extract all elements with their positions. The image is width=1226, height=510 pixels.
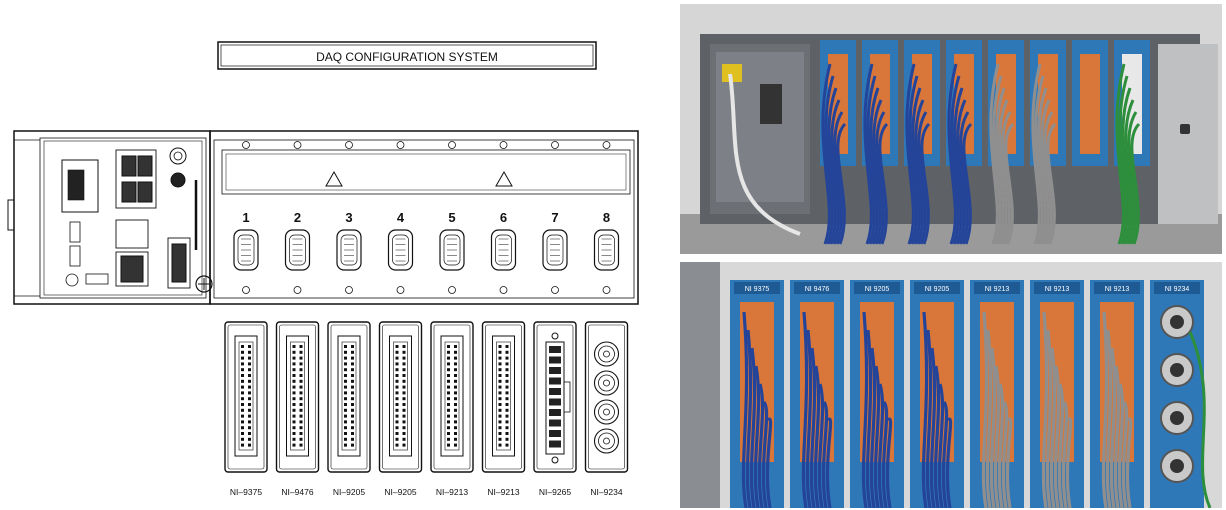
module-label: NI–9476 <box>281 487 313 497</box>
slot-connectors: 1 2 3 4 5 6 7 8 <box>233 141 620 294</box>
slot-number: 5 <box>448 210 455 225</box>
photo-module-label: NI 9205 <box>925 286 950 293</box>
module-label: NI–9234 <box>590 487 622 497</box>
slot-number: 4 <box>397 210 405 225</box>
module-label: NI–9205 <box>333 487 365 497</box>
chassis-slots <box>209 130 639 305</box>
chassis-slot: 2 <box>284 141 311 294</box>
photo-top-module <box>862 40 898 245</box>
module-label: NI–9205 <box>384 487 416 497</box>
photo-top-module <box>1072 40 1108 166</box>
chassis-slot: 8 <box>593 141 620 294</box>
photo-module-label: NI 9375 <box>745 286 770 293</box>
photo-installed-chassis-front: NI 9375 NI 9476 NI 9205 NI 9205 NI 9213 NI 92… <box>680 262 1222 508</box>
photo-bottom-module: NI 9476 <box>790 280 844 508</box>
slot-number: 7 <box>551 210 558 225</box>
photo-bottom-module: NI 9205 <box>850 280 904 508</box>
module-drawings: NI–9375 NI–9476 NI–9205 NI–9205 NI–9213 NI–92… <box>224 321 629 497</box>
photo-top-module <box>820 40 856 245</box>
photo-bottom-module: NI 9375 <box>730 280 784 508</box>
chassis-slot: 7 <box>542 141 568 294</box>
slot-number: 1 <box>242 210 249 225</box>
photo-top-module <box>904 40 940 245</box>
slot-number: 3 <box>345 210 352 225</box>
photo-bottom-illustration: NI 9375 NI 9476 NI 9205 NI 9205 NI 9213 NI 92… <box>680 262 1222 508</box>
photo-top-module <box>988 40 1024 245</box>
chassis-slot: 1 <box>233 141 259 294</box>
photo-module-label: NI 9476 <box>805 286 830 293</box>
module-drawing: NI–9234 <box>584 321 629 497</box>
module-label: NI–9375 <box>230 487 262 497</box>
daq-line-drawing: DAQ CONFIGURATION SYSTEM <box>7 41 639 497</box>
photo-bottom-module: NI 9234 <box>1150 280 1212 508</box>
photo-bottom-module: NI 9213 <box>1090 280 1144 508</box>
chassis-slot: 5 <box>439 141 465 294</box>
photo-top-module <box>1114 40 1150 245</box>
photo-top-module <box>1030 40 1066 245</box>
module-label: NI–9213 <box>436 487 468 497</box>
chassis-slot: 4 <box>387 141 414 294</box>
slot-number: 2 <box>294 210 301 225</box>
chassis-slot: 6 <box>490 141 517 294</box>
module-drawing: NI–9476 <box>275 321 320 497</box>
photo-bottom-module: NI 9205 <box>910 280 964 508</box>
photo-top-illustration <box>680 4 1222 254</box>
slot-number: 8 <box>603 210 610 225</box>
module-label: NI–9213 <box>487 487 519 497</box>
module-drawing: NI–9265 <box>533 321 577 497</box>
module-drawing: NI–9205 <box>378 321 423 497</box>
photo-bottom-module: NI 9213 <box>970 280 1024 508</box>
photo-module-label: NI 9213 <box>1105 286 1130 293</box>
controller-unit <box>7 130 213 305</box>
chassis-slot: 3 <box>336 141 362 294</box>
photo-module-label: NI 9213 <box>985 286 1010 293</box>
module-drawing: NI–9375 <box>224 321 268 497</box>
photo-module-label: NI 9234 <box>1165 286 1190 293</box>
photo-module-label: NI 9205 <box>865 286 890 293</box>
photo-installed-chassis-angled <box>680 4 1222 254</box>
photo-top-module <box>946 40 982 245</box>
diagram-title: DAQ CONFIGURATION SYSTEM <box>316 50 498 64</box>
photo-bottom-module: NI 9213 <box>1030 280 1084 508</box>
module-label: NI–9265 <box>539 487 571 497</box>
module-drawing: NI–9213 <box>430 321 474 497</box>
module-drawing: NI–9205 <box>327 321 371 497</box>
module-drawing: NI–9213 <box>481 321 526 497</box>
title-box: DAQ CONFIGURATION SYSTEM <box>217 41 597 70</box>
slot-number: 6 <box>500 210 507 225</box>
photo-module-label: NI 9213 <box>1045 286 1070 293</box>
